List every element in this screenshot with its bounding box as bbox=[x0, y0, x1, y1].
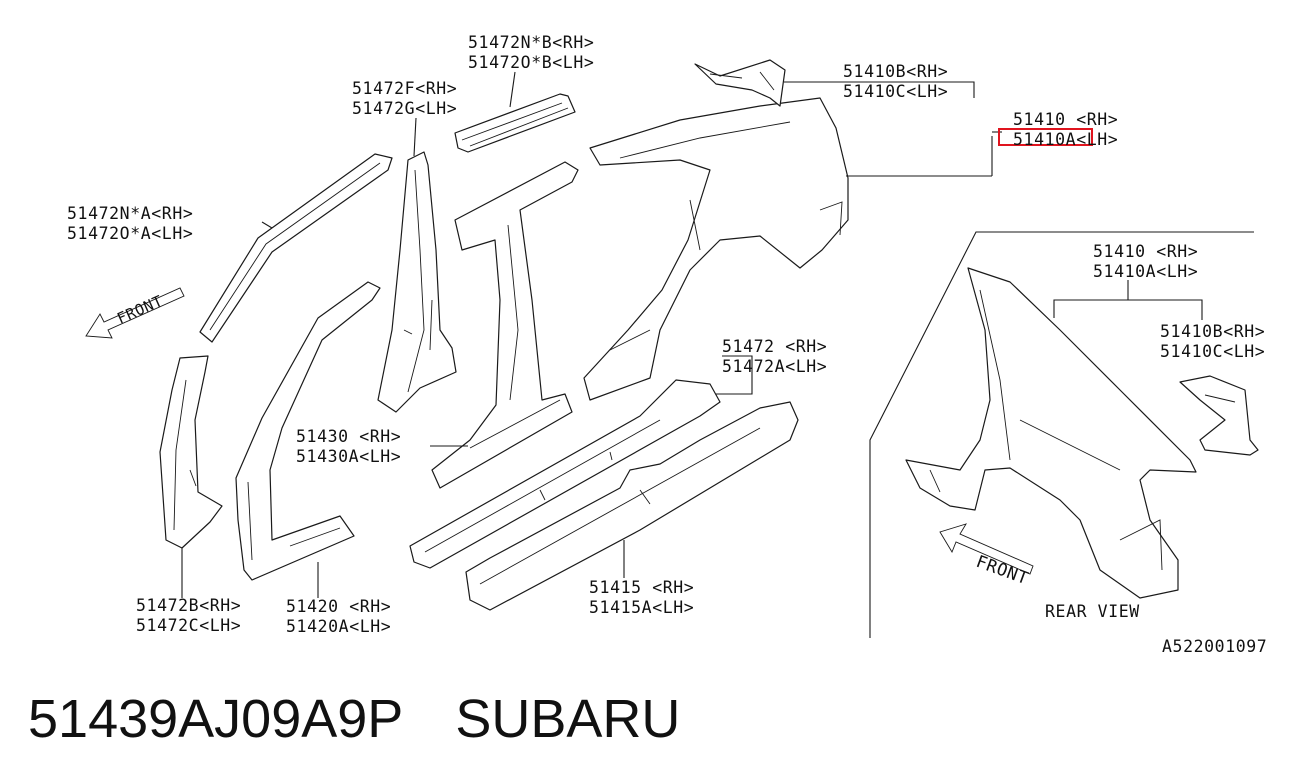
leader-51472 bbox=[716, 355, 753, 395]
leader-51410b-top bbox=[784, 81, 975, 98]
label-51472f-rh: 51472F<RH> bbox=[352, 79, 457, 98]
parts-diagram: FRONT 51472N*B<RH> 51472O*B<LH> 51472F<R… bbox=[67, 33, 1267, 656]
label-51410b-top-rh: 51410B<RH> bbox=[843, 62, 948, 81]
front-label-left: FRONT bbox=[114, 292, 165, 328]
label-51420-rh: 51420 <RH> bbox=[286, 597, 391, 616]
front-pillar-sill-part bbox=[235, 281, 381, 581]
roof-rail-front-part bbox=[199, 153, 393, 343]
label-51410a-rv-lh: 51410A<LH> bbox=[1093, 262, 1198, 281]
label-51410c-rv-lh: 51410C<LH> bbox=[1160, 342, 1265, 361]
caption-part-number: 51439AJ09A9P bbox=[28, 689, 404, 749]
label-51410-rv-rh: 51410 <RH> bbox=[1093, 242, 1198, 261]
front-direction-arrow-left: FRONT bbox=[85, 287, 185, 339]
label-51472oa-lh: 51472O*A<LH> bbox=[67, 224, 193, 243]
caption: 51439AJ09A9P SUBARU bbox=[28, 684, 680, 754]
label-51472g-lh: 51472G<LH> bbox=[352, 99, 457, 118]
rocker-reinforcement-part bbox=[409, 379, 721, 569]
label-51415a-lh: 51415A<LH> bbox=[589, 598, 694, 617]
rear-quarter-panel-part bbox=[583, 97, 849, 401]
label-51430-rh: 51430 <RH> bbox=[296, 427, 401, 446]
label-51472-rh: 51472 <RH> bbox=[722, 337, 827, 356]
label-51472a-lh: 51472A<LH> bbox=[722, 357, 827, 376]
label-51410c-top-lh: 51410C<LH> bbox=[843, 82, 948, 101]
roof-rail-rear-part bbox=[454, 93, 576, 153]
label-51472ob-lh: 51472O*B<LH> bbox=[468, 53, 594, 72]
rear-view-label: REAR VIEW bbox=[1045, 602, 1140, 621]
label-51410a-top-lh: 51410A<LH> bbox=[1013, 130, 1118, 149]
leader-51472f bbox=[413, 117, 417, 157]
sill-outer-part bbox=[465, 401, 799, 611]
leader-51472na bbox=[261, 221, 273, 229]
label-51410-top-rh: 51410 <RH> bbox=[1013, 110, 1118, 129]
front-pillar-lower-part bbox=[159, 355, 223, 549]
quarter-bracket-top-part bbox=[694, 59, 786, 107]
rear-view-inset bbox=[869, 231, 1259, 638]
highlight-box bbox=[998, 128, 1093, 146]
center-pillar-outer-part bbox=[431, 161, 579, 489]
label-51415-rh: 51415 <RH> bbox=[589, 578, 694, 597]
caption-brand: SUBARU bbox=[455, 689, 681, 749]
label-51472nb-rh: 51472N*B<RH> bbox=[468, 33, 594, 52]
diagram-reference-code: A522001097 bbox=[1162, 637, 1267, 656]
label-51472na-rh: 51472N*A<RH> bbox=[67, 204, 193, 223]
label-51472b-rh: 51472B<RH> bbox=[136, 596, 241, 615]
label-51430a-lh: 51430A<LH> bbox=[296, 447, 401, 466]
label-51472c-lh: 51472C<LH> bbox=[136, 616, 241, 635]
label-51420a-lh: 51420A<LH> bbox=[286, 617, 391, 636]
leader-51472nb bbox=[509, 71, 516, 108]
label-51410b-rv-rh: 51410B<RH> bbox=[1160, 322, 1265, 341]
center-pillar-inner-part bbox=[377, 151, 457, 413]
front-label-rear-view: FRONT bbox=[973, 552, 1031, 589]
